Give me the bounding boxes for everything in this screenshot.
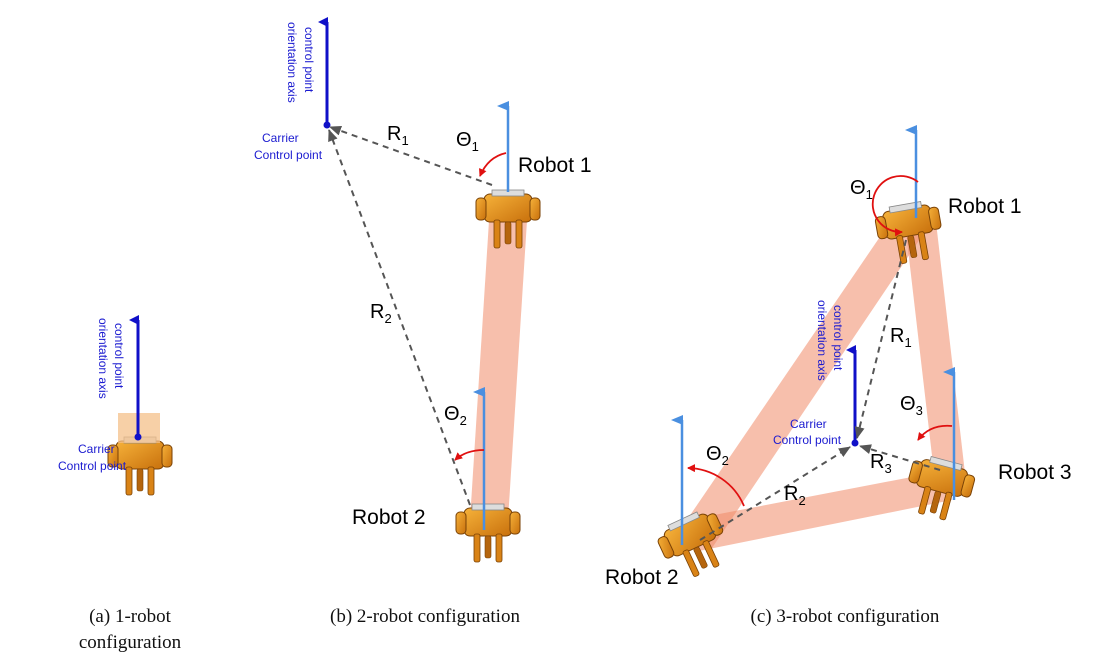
robot-2-label-b: Robot 2 bbox=[352, 506, 426, 529]
r2-vector-b bbox=[328, 129, 471, 506]
r2-vector-c bbox=[699, 446, 851, 541]
theta-2-label-c: Θ2 bbox=[706, 443, 729, 468]
control-point-dot-b bbox=[323, 121, 331, 129]
r1-vector-b bbox=[329, 126, 493, 186]
control-point-dot-a bbox=[134, 433, 142, 441]
theta-3-arc-c bbox=[917, 424, 953, 441]
link-bar-c-2-3 bbox=[688, 470, 952, 552]
robot-2-label-c: Robot 2 bbox=[605, 566, 679, 589]
carrier-label-b-line1: Carrier bbox=[262, 131, 299, 145]
carrier-label-c-line2: Control point bbox=[773, 433, 842, 447]
theta-1-arc-c bbox=[871, 175, 919, 237]
r2-label-b: R2 bbox=[370, 301, 392, 326]
panel-a: control point orientation axis Carrier C… bbox=[58, 315, 182, 653]
link-bar-c-1-2 bbox=[680, 225, 922, 548]
link-bar-b bbox=[470, 205, 528, 520]
robot-1-body-b bbox=[475, 189, 541, 249]
robot-2-body-b bbox=[455, 503, 521, 563]
link-bar-c-1-3 bbox=[906, 222, 966, 490]
axis-label-a-line2: orientation axis bbox=[96, 318, 110, 399]
caption-a-line1: (a) 1-robot bbox=[89, 606, 171, 627]
axis-label-b-line2: orientation axis bbox=[285, 22, 299, 103]
carrier-label-b-line2: Control point bbox=[254, 148, 323, 162]
robot-1-label-b: Robot 1 bbox=[518, 154, 592, 177]
axis-label-b-line1: control point bbox=[302, 27, 316, 93]
panel-b: control point orientation axis Carrier C… bbox=[254, 17, 592, 627]
theta-3-label-c: Θ3 bbox=[900, 393, 923, 418]
theta-1-label-b: Θ1 bbox=[456, 129, 479, 154]
theta-2-arc-c bbox=[687, 464, 745, 507]
r1-vector-c bbox=[854, 239, 907, 439]
robot-1-label-c: Robot 1 bbox=[948, 195, 1022, 218]
carrier-label-a-line2: Control point bbox=[58, 459, 127, 473]
carrier-label-a-line1: Carrier bbox=[78, 442, 115, 456]
robot-3-label-c: Robot 3 bbox=[998, 461, 1072, 484]
control-point-dot-c bbox=[851, 439, 859, 447]
theta-1-label-c: Θ1 bbox=[850, 177, 873, 202]
carrier-label-c-line1: Carrier bbox=[790, 417, 827, 431]
caption-c: (c) 3-robot configuration bbox=[751, 606, 940, 627]
theta-2-label-b: Θ2 bbox=[444, 403, 467, 428]
r1-label-c: R1 bbox=[890, 325, 912, 350]
robot-body-a bbox=[107, 413, 173, 496]
r3-vector-c bbox=[859, 444, 941, 471]
caption-a-line2: configuration bbox=[79, 632, 182, 653]
r2-label-c: R2 bbox=[784, 483, 806, 508]
theta-1-arc-b bbox=[479, 152, 507, 177]
caption-b: (b) 2-robot configuration bbox=[330, 606, 520, 627]
axis-label-c-line1: control point bbox=[831, 305, 845, 371]
r1-label-b: R1 bbox=[387, 123, 409, 148]
axis-label-c-line2: orientation axis bbox=[815, 300, 829, 381]
axis-label-a-line1: control point bbox=[112, 323, 126, 389]
r3-label-c: R3 bbox=[870, 451, 892, 476]
panel-c: control point orientation axis Carrier C… bbox=[605, 125, 1072, 627]
theta-2-arc-b bbox=[454, 449, 485, 461]
